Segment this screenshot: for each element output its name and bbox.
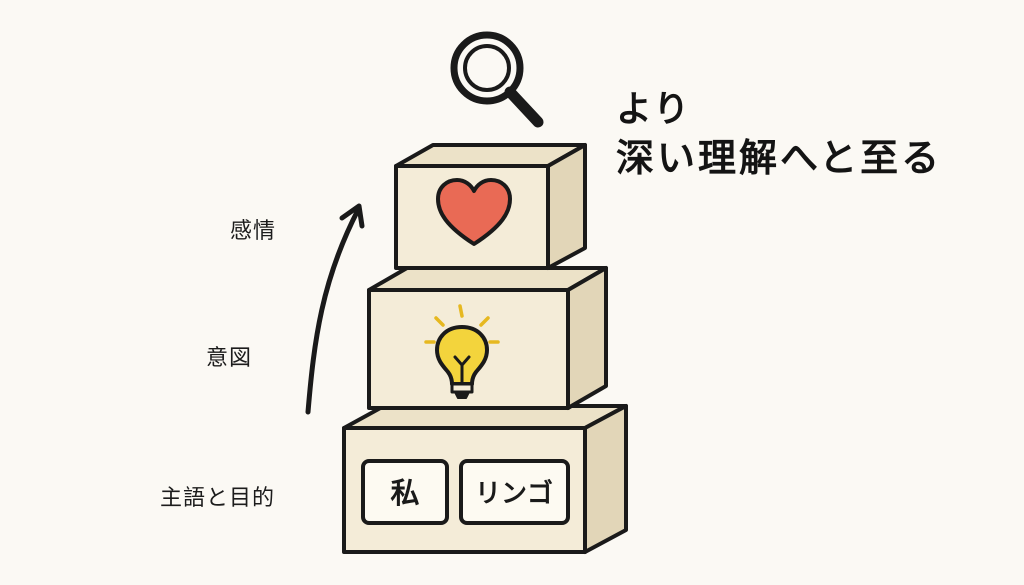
word-cards: 私 リンゴ — [361, 459, 570, 525]
word-card-subject — [361, 459, 449, 525]
level-label-emotion: 感情 — [230, 219, 277, 244]
level-label-intent: 意図 — [206, 346, 253, 371]
word-object: リンゴ — [475, 478, 553, 509]
headline-line-2: 深い理解へと至る — [616, 136, 943, 180]
headline: より 深い理解へと至る — [616, 88, 942, 184]
level-label-subject-object: 主語と目的 — [160, 486, 276, 511]
word-card-object — [459, 459, 570, 525]
headline-line-1: より — [616, 89, 692, 130]
lightbulb-icon — [424, 304, 500, 399]
up-arrow — [305, 203, 365, 415]
word-subject: 私 — [390, 476, 419, 510]
magnifier-icon — [450, 31, 544, 128]
heart-icon — [436, 178, 512, 246]
block-middle — [367, 266, 608, 410]
